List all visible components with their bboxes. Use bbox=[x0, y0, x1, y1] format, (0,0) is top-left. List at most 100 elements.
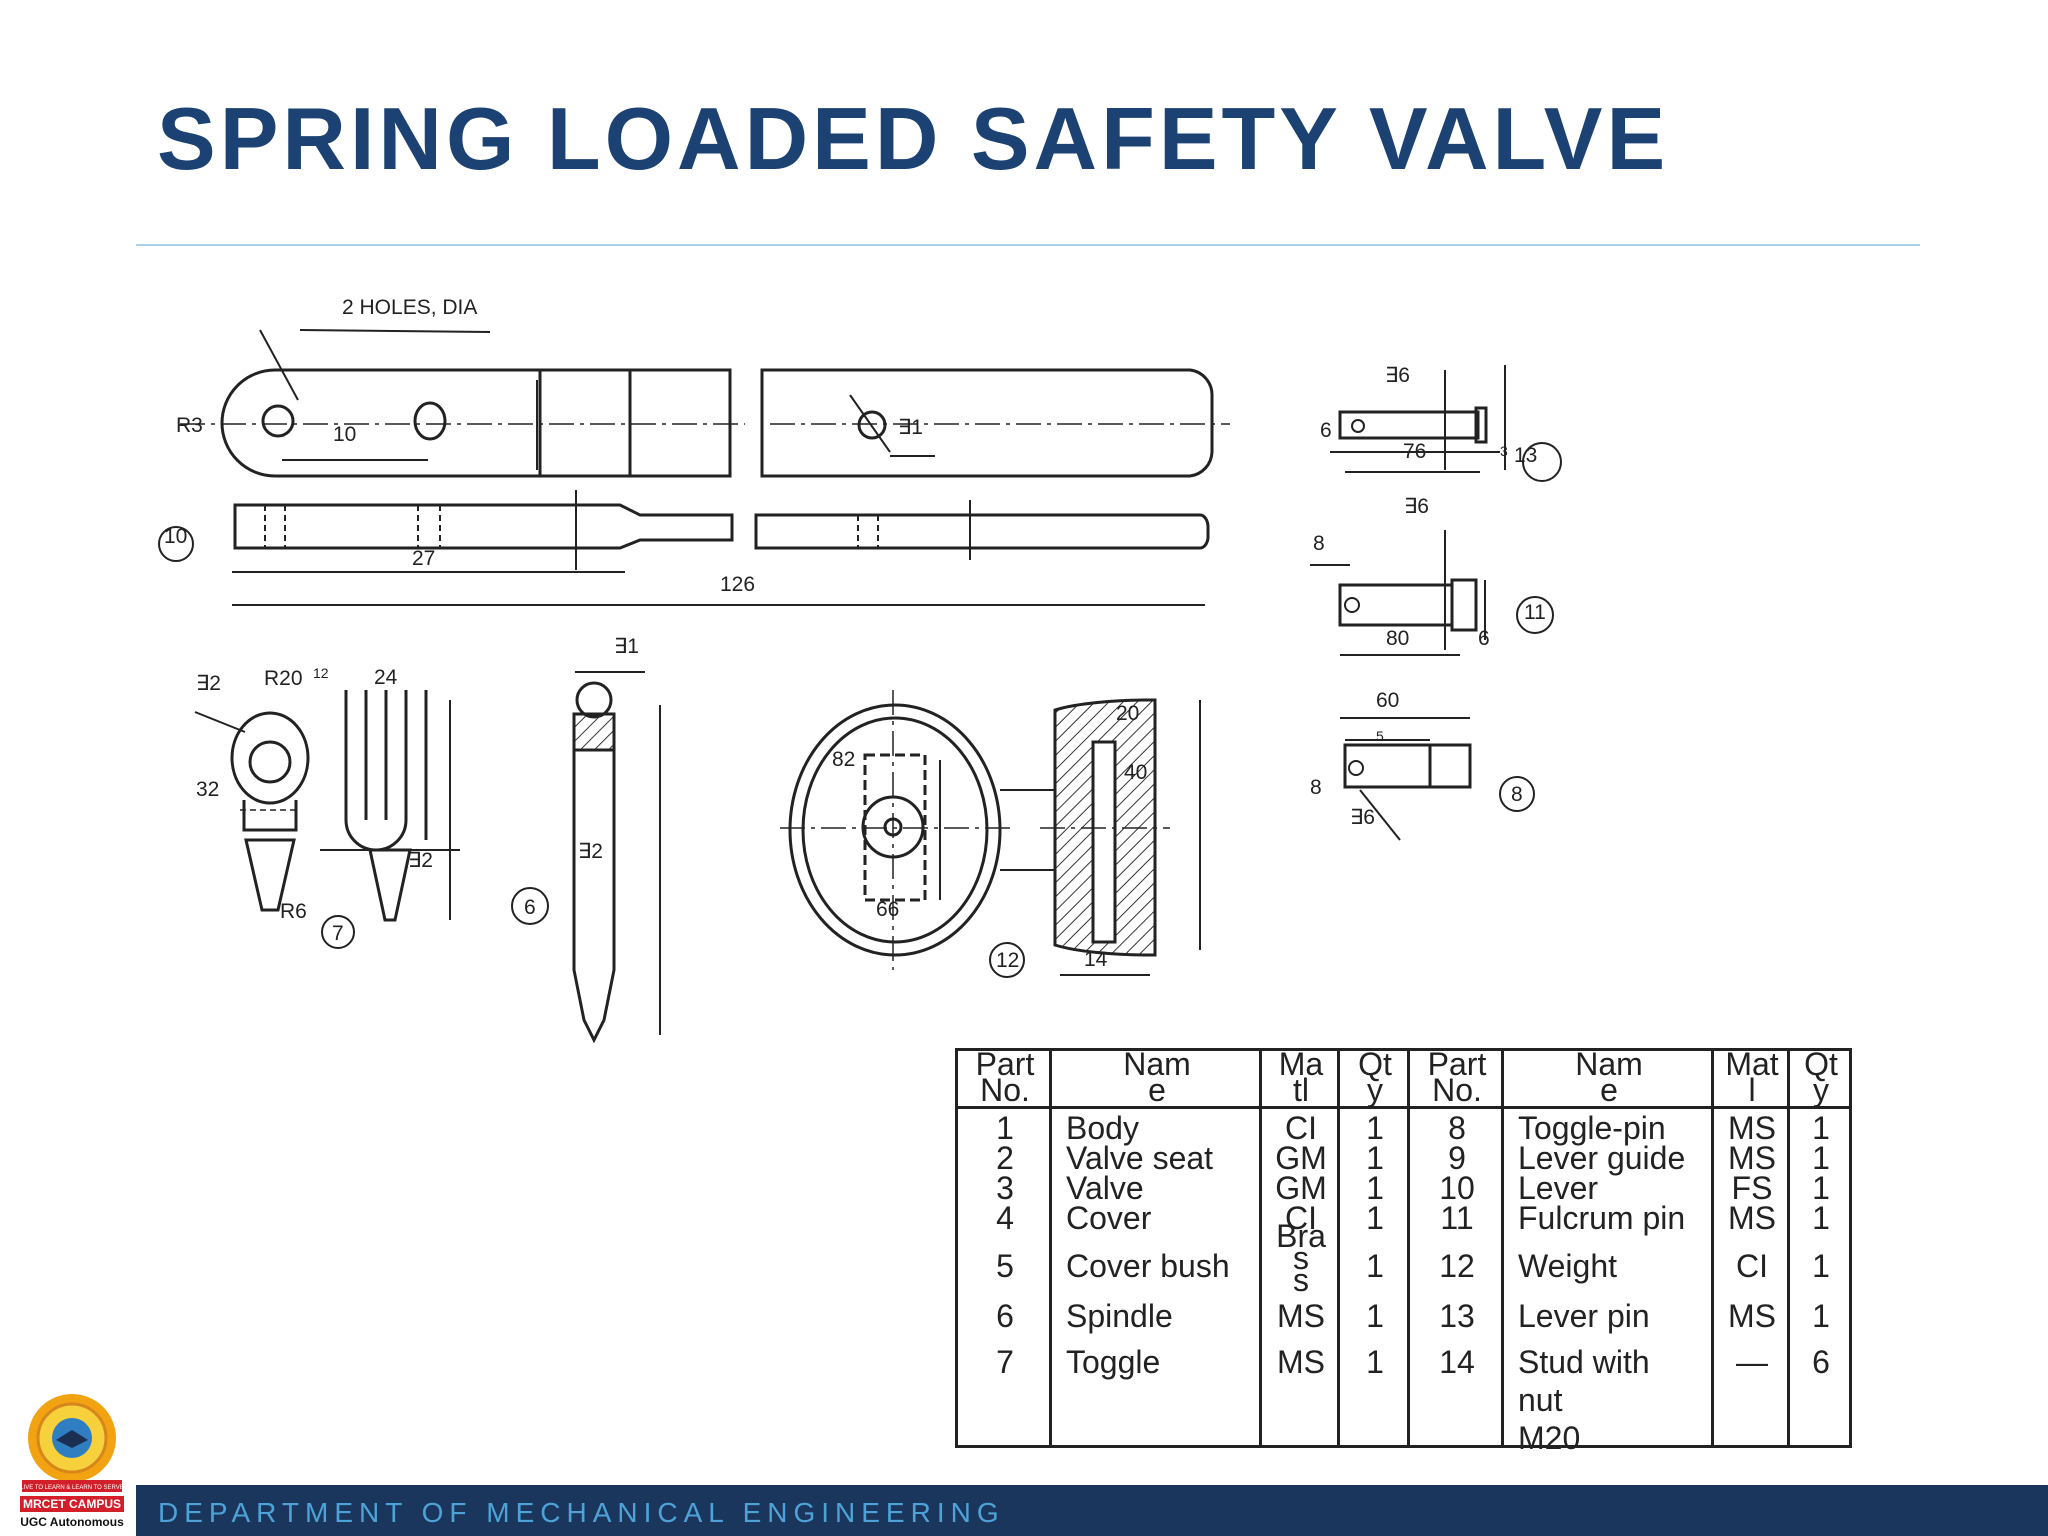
table-cell: MS bbox=[1728, 1140, 1776, 1176]
table-cell: 10 bbox=[1439, 1170, 1475, 1206]
svg-text:UGC Autonomous: UGC Autonomous bbox=[20, 1515, 124, 1529]
label-part-12: 12 bbox=[996, 949, 1019, 972]
col-name-2 bbox=[1504, 1051, 1714, 1445]
label-r3: R3 bbox=[176, 414, 203, 437]
table-header-cell: y bbox=[1367, 1072, 1383, 1108]
table-cell: Body bbox=[1066, 1110, 1139, 1146]
table-cell: CI bbox=[1736, 1248, 1768, 1284]
table-cell: — bbox=[1736, 1344, 1768, 1380]
table-cell: 1 bbox=[1812, 1140, 1830, 1176]
header-divider bbox=[958, 1106, 1849, 1109]
label-part-11: 11 bbox=[1524, 601, 1546, 624]
table-header-cell: e bbox=[1600, 1072, 1618, 1108]
table-cell: nut bbox=[1518, 1382, 1563, 1418]
slide-title: SPRING LOADED SAFETY VALVE bbox=[157, 89, 1670, 188]
table-cell: 1 bbox=[1366, 1298, 1384, 1334]
table-cell: 1 bbox=[1366, 1110, 1384, 1146]
label-part-13: 13 bbox=[1514, 444, 1537, 467]
table-cell: 6 bbox=[1812, 1344, 1830, 1380]
table-cell: MS bbox=[1728, 1110, 1776, 1146]
table-cell: 6 bbox=[996, 1298, 1014, 1334]
table-cell: 1 bbox=[1812, 1110, 1830, 1146]
label-d36b: ∃6 bbox=[1404, 495, 1429, 518]
table-cell: 1 bbox=[1812, 1298, 1830, 1334]
label-d32b: ∃2 bbox=[408, 849, 433, 872]
label-d12: 12 bbox=[313, 665, 329, 681]
table-cell: MS bbox=[1728, 1200, 1776, 1236]
table-header-cell: Part bbox=[975, 1046, 1035, 1082]
table-cell: 1 bbox=[1812, 1248, 1830, 1284]
table-cell: Lever guide bbox=[1518, 1140, 1686, 1176]
label-d76: 76 bbox=[1403, 440, 1426, 463]
title-divider bbox=[136, 244, 1920, 246]
label-d3: 3 bbox=[1500, 443, 1508, 459]
table-header-cell: e bbox=[1148, 1072, 1166, 1108]
label-d60: 60 bbox=[1376, 689, 1399, 712]
table-cell: 2 bbox=[996, 1140, 1014, 1176]
table-cell: Fulcrum pin bbox=[1518, 1200, 1686, 1236]
table-cell: 1 bbox=[1812, 1200, 1830, 1236]
table-cell: 1 bbox=[996, 1110, 1014, 1146]
label-d8b: 8 bbox=[1310, 776, 1322, 799]
table-header-cell: Nam bbox=[1575, 1046, 1643, 1082]
table-cell: 4 bbox=[996, 1200, 1014, 1236]
footer-bar: DEPARTMENT OF MECHANICAL ENGINEERING bbox=[136, 1485, 2048, 1536]
table-cell: Bra bbox=[1276, 1218, 1326, 1254]
table-cell: 3 bbox=[996, 1170, 1014, 1206]
label-r20: R20 bbox=[264, 667, 303, 690]
table-header-cell: Part bbox=[1427, 1046, 1487, 1082]
col-part-no-1 bbox=[958, 1051, 1052, 1445]
table-cell: Toggle bbox=[1066, 1344, 1161, 1380]
table-header-cell: y bbox=[1813, 1072, 1829, 1108]
label-d6b: 6 bbox=[1478, 627, 1490, 650]
table-cell: 12 bbox=[1439, 1248, 1475, 1284]
label-d10a: 10 bbox=[333, 423, 356, 446]
table-cell: 1 bbox=[1812, 1170, 1830, 1206]
label-d8a: 8 bbox=[1313, 532, 1325, 555]
label-d36a: ∃6 bbox=[1385, 364, 1410, 387]
table-header-cell: Mat bbox=[1725, 1046, 1779, 1082]
label-d40: 40 bbox=[1124, 761, 1147, 784]
table-cell: GM bbox=[1275, 1140, 1327, 1176]
table-cell: 13 bbox=[1439, 1298, 1475, 1334]
table-cell: M20 bbox=[1518, 1420, 1581, 1456]
table-cell: FS bbox=[1731, 1170, 1773, 1206]
label-d27: 27 bbox=[412, 547, 435, 570]
table-cell: CI bbox=[1285, 1200, 1317, 1236]
label-d32a: ∃2 bbox=[196, 672, 221, 695]
label-d6a: 6 bbox=[1320, 419, 1332, 442]
table-cell: Weight bbox=[1518, 1248, 1618, 1284]
table-cell: Valve seat bbox=[1066, 1140, 1214, 1176]
table-header-cell: l bbox=[1748, 1072, 1756, 1108]
table-cell: 11 bbox=[1440, 1200, 1474, 1236]
label-d66: 66 bbox=[876, 898, 899, 921]
table-cell: MS bbox=[1277, 1344, 1325, 1380]
table-cell: Spindle bbox=[1066, 1298, 1173, 1334]
label-d80: 80 bbox=[1386, 627, 1409, 650]
table-cell: GM bbox=[1275, 1170, 1327, 1206]
department-name: DEPARTMENT OF MECHANICAL ENGINEERING bbox=[158, 1497, 1005, 1528]
label-d32c: ∃2 bbox=[578, 840, 603, 863]
table-cell: 14 bbox=[1439, 1344, 1475, 1380]
label-d82: 82 bbox=[832, 748, 855, 771]
table-cell: MS bbox=[1277, 1298, 1325, 1334]
label-part-8: 8 bbox=[1511, 783, 1523, 806]
col-matl-1 bbox=[1262, 1051, 1340, 1445]
col-name-1 bbox=[1052, 1051, 1262, 1445]
label-part-7: 7 bbox=[332, 922, 344, 945]
table-header-cell: tl bbox=[1293, 1072, 1309, 1108]
label-r6: R6 bbox=[280, 900, 307, 923]
label-d14: 14 bbox=[1084, 948, 1108, 971]
table-cell: Cover bush bbox=[1066, 1248, 1230, 1284]
table-cell: Stud with bbox=[1518, 1344, 1650, 1380]
label-part-10: 10 bbox=[164, 525, 187, 548]
svg-text:MRCET CAMPUS: MRCET CAMPUS bbox=[23, 1497, 121, 1511]
table-cell: Valve bbox=[1066, 1170, 1144, 1206]
table-cell: 8 bbox=[1448, 1110, 1466, 1146]
col-part-no-2 bbox=[1410, 1051, 1504, 1445]
label-holes: 2 HOLES, DIA bbox=[342, 296, 477, 319]
table-cell: 5 bbox=[996, 1248, 1014, 1284]
label-part-6: 6 bbox=[524, 896, 536, 919]
table-cell: 1 bbox=[1366, 1170, 1384, 1206]
